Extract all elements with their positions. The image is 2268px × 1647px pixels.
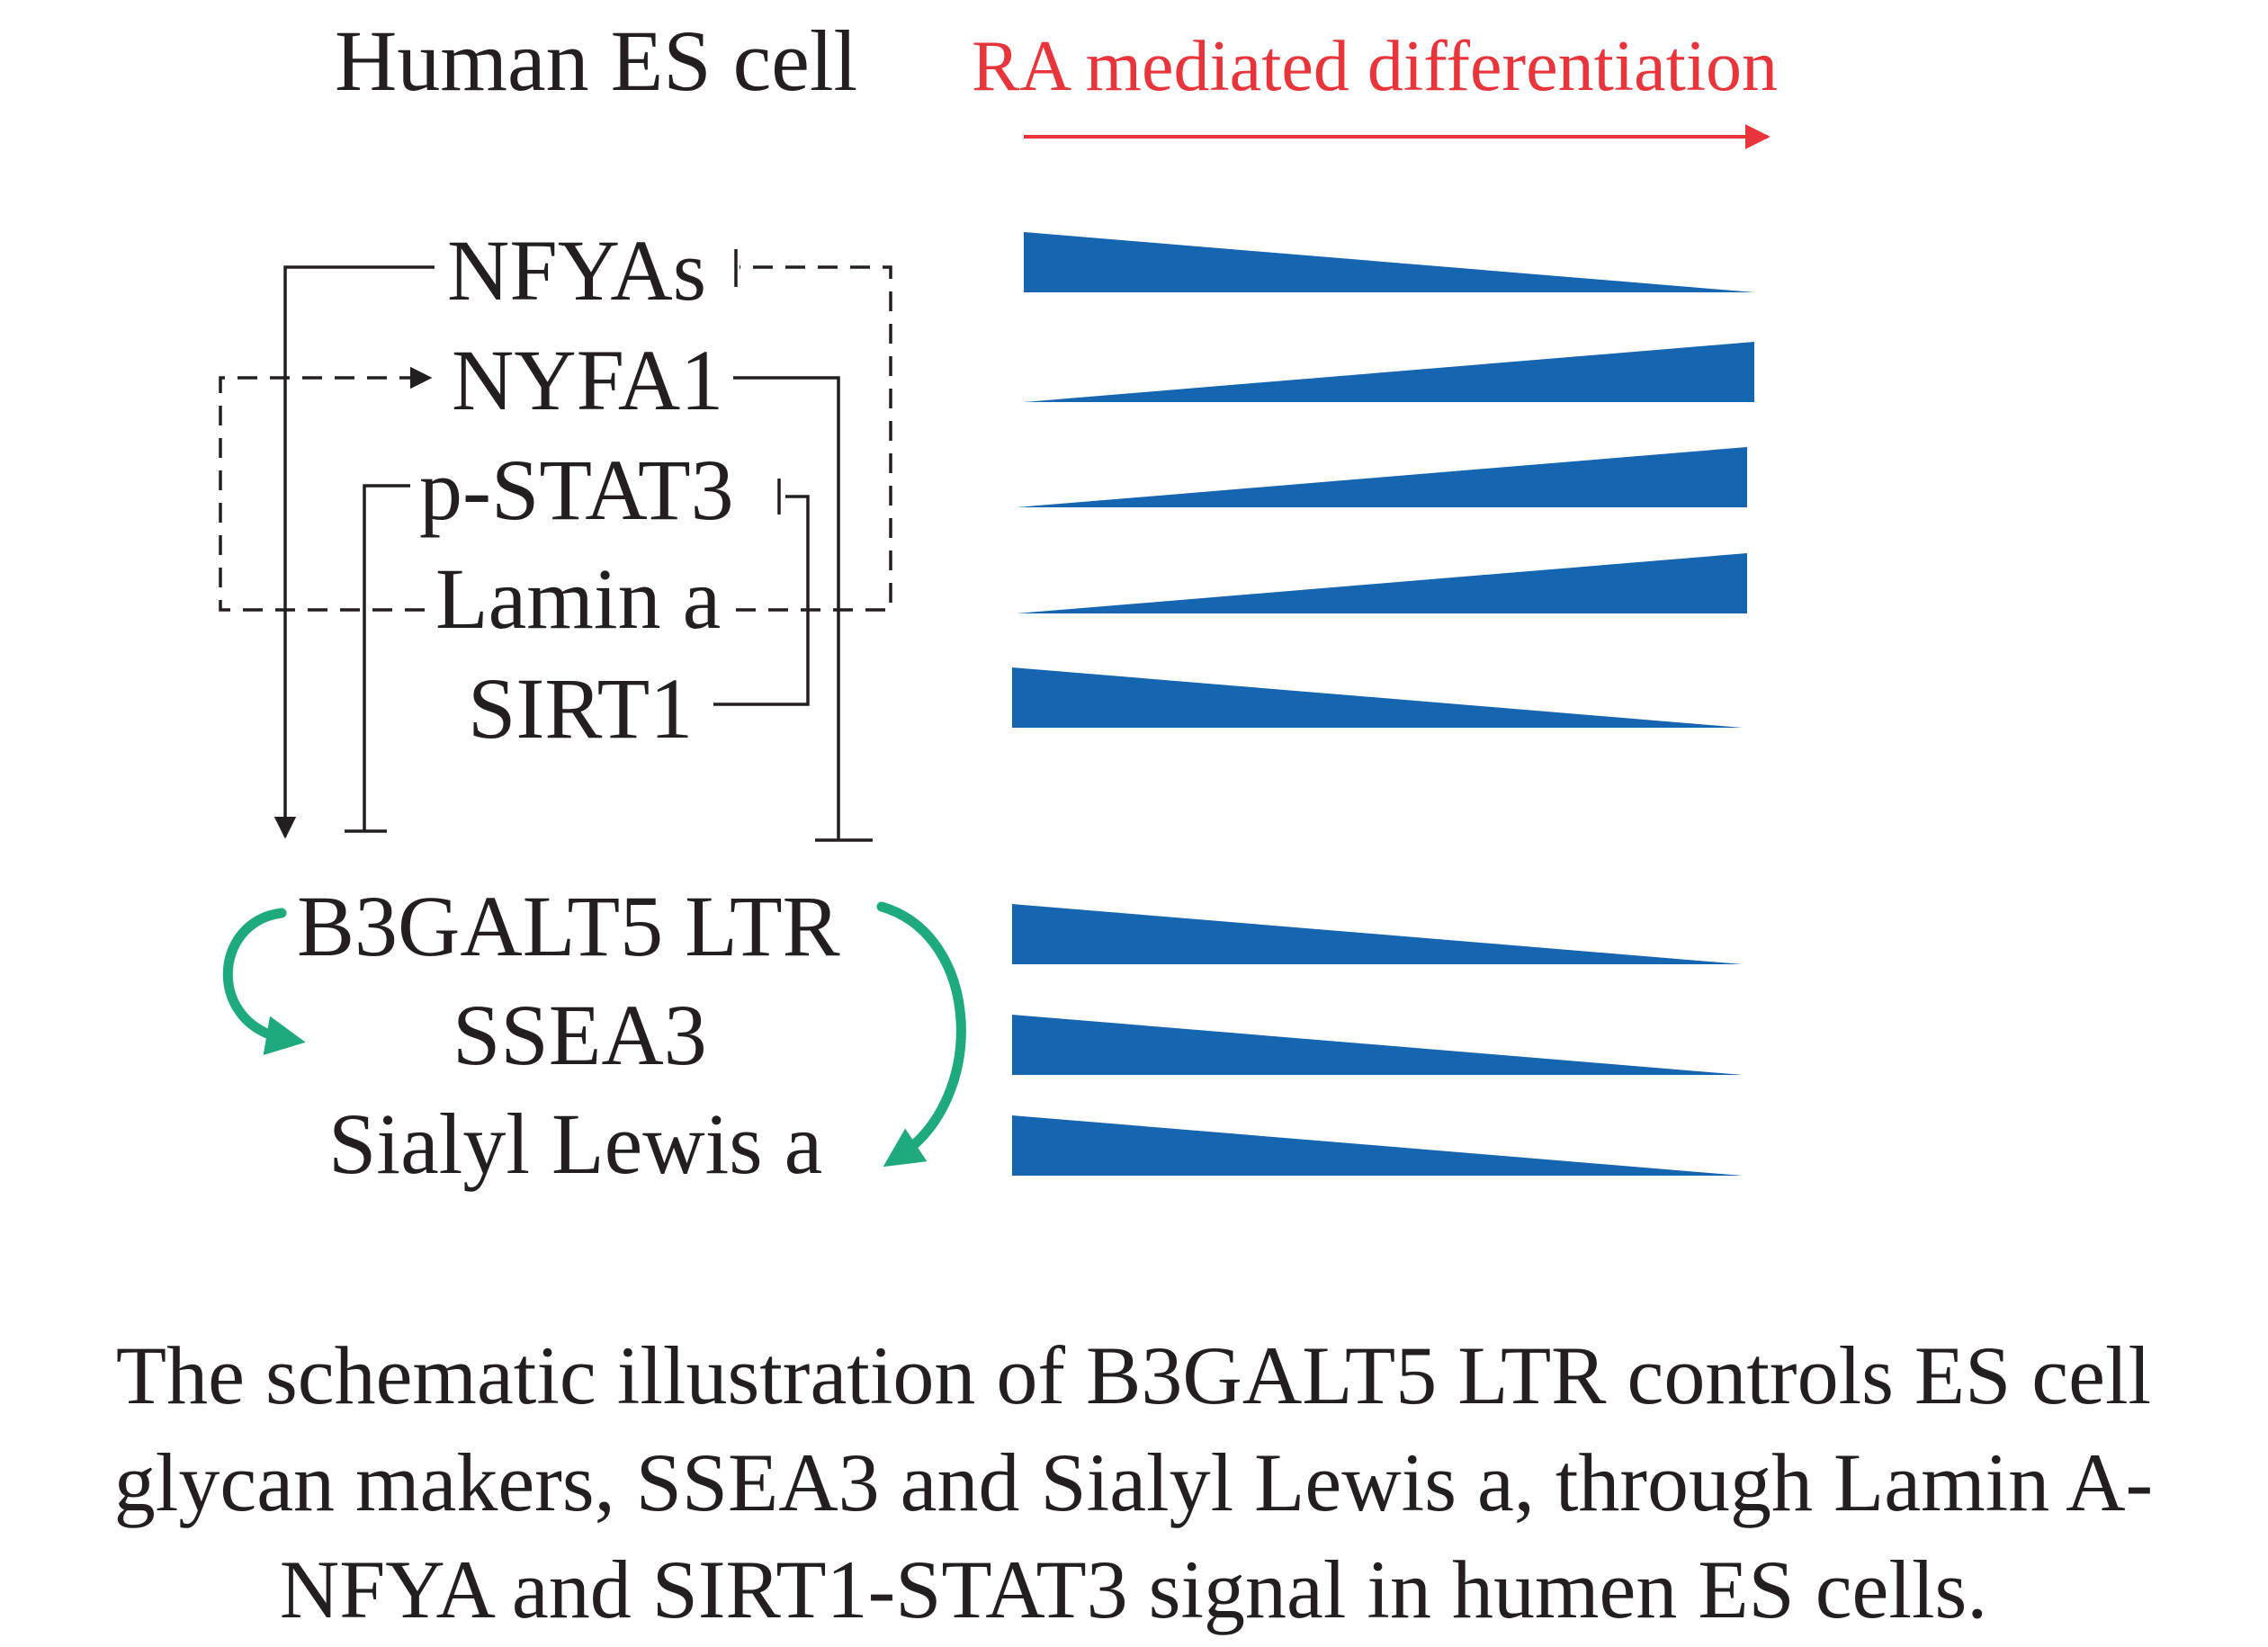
lamin-activates-nyfa1-connector — [219, 366, 433, 612]
expression-trend-wedges — [1012, 232, 1754, 1176]
cell-type-label: Human ES cell — [335, 13, 857, 109]
nyfa1-inhibits-b3galt5-connector — [733, 376, 840, 840]
pstat3-inhibits-b3galt5-connector — [363, 484, 410, 831]
label-sirt1: SIRT1 — [468, 660, 693, 756]
trend-wedge-p-stat3 — [1017, 447, 1747, 507]
label-nyfa1: NYFA1 — [452, 332, 723, 428]
trend-wedge-b3galt5-ltr — [1012, 904, 1743, 964]
b3galt5-to-sialyl-curved-arrow — [876, 901, 966, 1168]
sirt1-inhibits-pstat3-connector — [713, 495, 810, 706]
trend-wedge-nfyas — [1024, 232, 1754, 292]
differentiation-label: RA mediated differentiation — [972, 27, 1778, 106]
label-pstat3: p-STAT3 — [419, 442, 734, 538]
caption-line-2: glycan makers, SSEA3 and Sialyl Lewis a,… — [114, 1437, 2153, 1528]
label-nfyas: NFYAs — [447, 222, 706, 318]
b3galt5-to-ssea3-curved-arrow — [222, 908, 306, 1055]
lamin-inhibits-nfyas-connector — [736, 265, 892, 612]
trend-wedge-sialyl-lewis-a — [1012, 1115, 1743, 1176]
label-b3galt5-ltr: B3GALT5 LTR — [297, 878, 840, 974]
caption-line-1: The schematic illustration of B3GALT5 LT… — [116, 1329, 2151, 1421]
trend-wedge-nyfa1 — [1024, 342, 1754, 402]
trend-wedge-ssea3 — [1012, 1015, 1743, 1075]
label-sialyl-lewis-a: Sialyl Lewis a — [328, 1096, 822, 1192]
trend-wedge-sirt1 — [1012, 667, 1743, 728]
nfyas-activates-b3galt5-connector — [273, 265, 435, 839]
trend-wedge-lamin-a — [1017, 553, 1747, 613]
label-lamin-a: Lamin a — [435, 550, 721, 647]
caption-line-3: NFYA and SIRT1-STAT3 signal in humen ES … — [280, 1544, 1988, 1635]
label-ssea3: SSEA3 — [453, 987, 707, 1083]
